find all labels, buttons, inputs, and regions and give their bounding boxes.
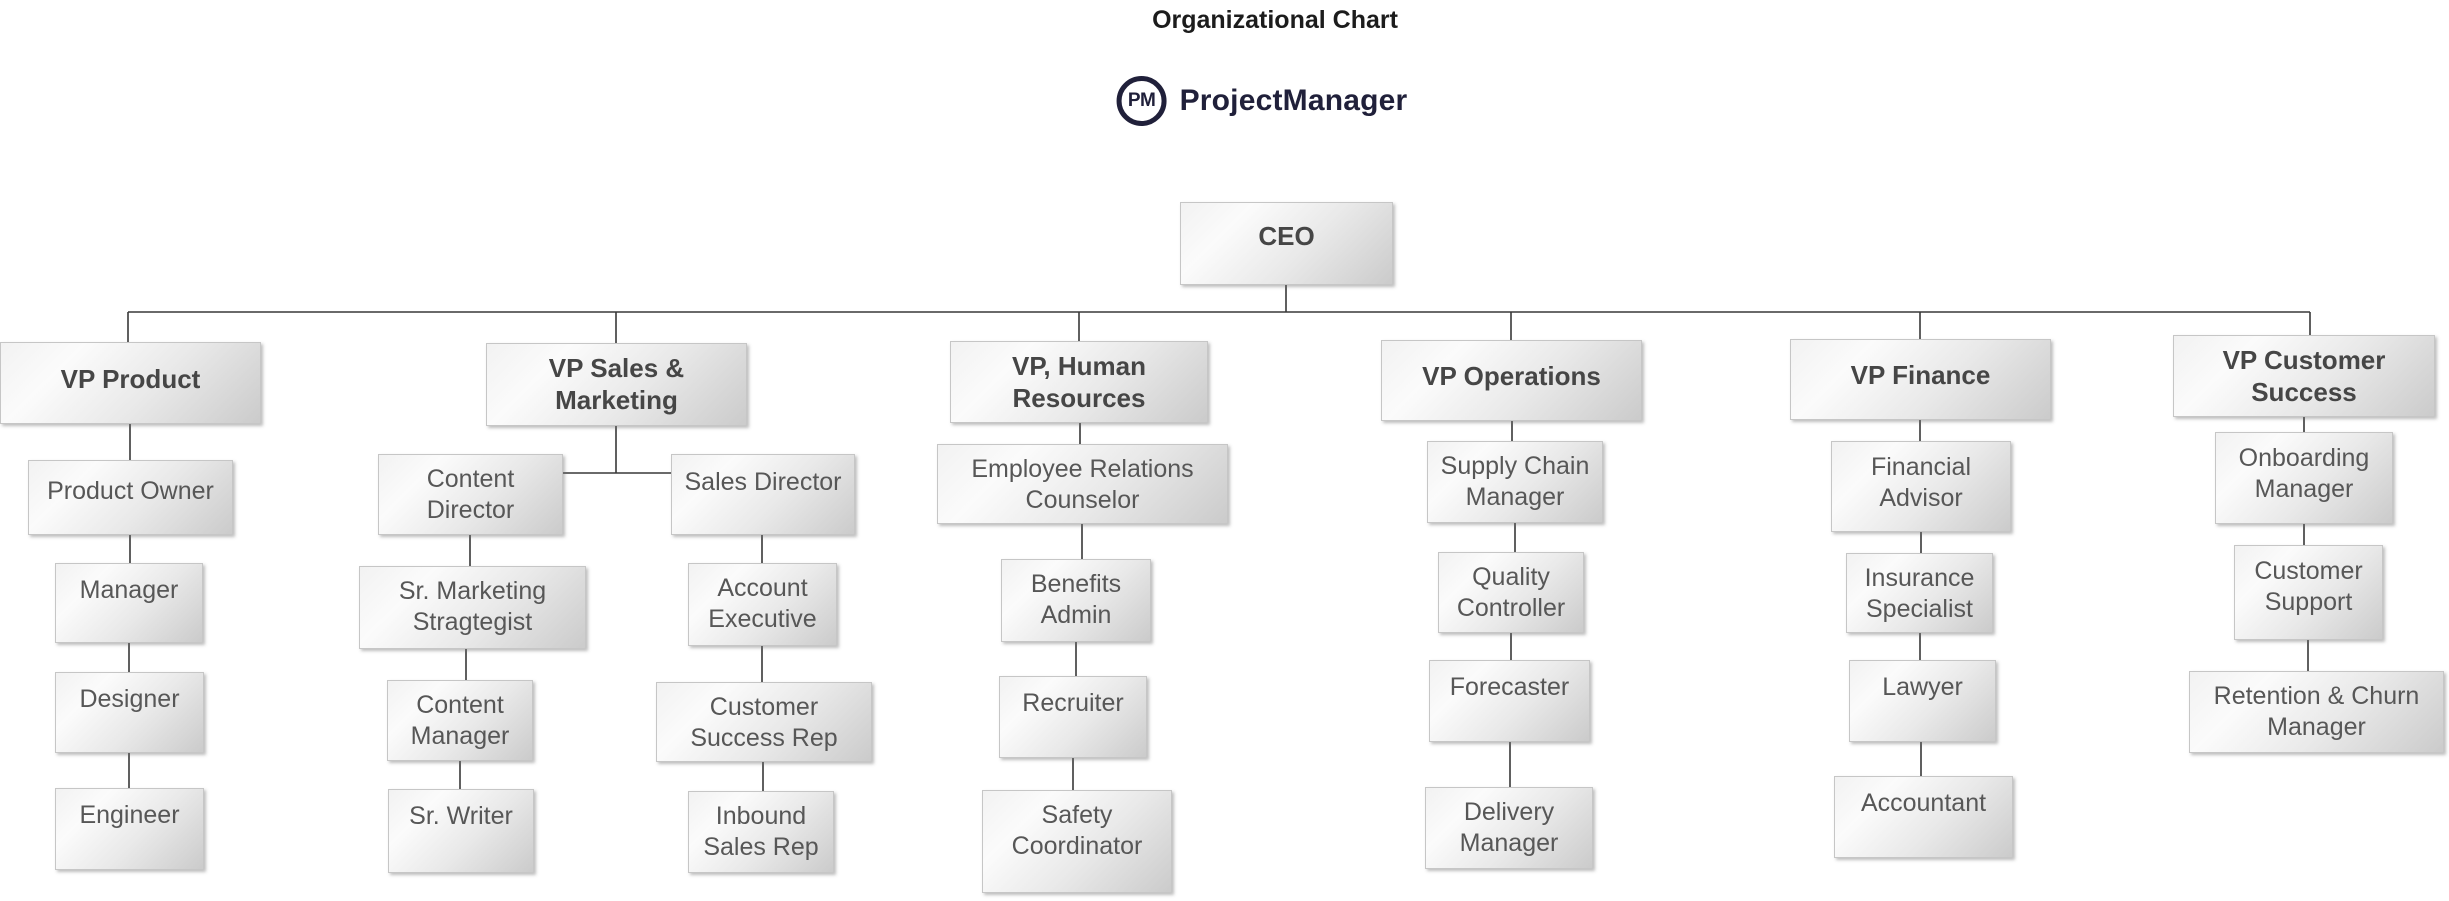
org-node-forecaster: Forecaster [1429, 660, 1590, 742]
org-node-safety-coordinator: Safety Coordinator [982, 790, 1172, 893]
org-node-vp-finance: VP Finance [1790, 339, 2051, 420]
org-node-retention-churn-manager: Retention & Churn Manager [2189, 671, 2444, 753]
brand-name: ProjectManager [1179, 84, 1408, 117]
org-node-ceo: CEO [1180, 202, 1393, 285]
org-node-supply-chain-manager: Supply Chain Manager [1427, 441, 1603, 523]
org-node-benefits-admin: Benefits Admin [1001, 559, 1151, 642]
org-node-inbound-sales-rep: Inbound Sales Rep [688, 791, 834, 873]
org-node-account-executive: Account Executive [688, 563, 837, 646]
org-node-customer-success-rep: Customer Success Rep [656, 682, 872, 762]
org-node-manager: Manager [55, 563, 203, 643]
pm-logo-icon: PM [1116, 76, 1167, 126]
org-node-content-director: Content Director [378, 454, 563, 535]
org-node-recruiter: Recruiter [999, 676, 1147, 758]
chart-title: Organizational Chart [1152, 6, 1398, 34]
org-node-designer: Designer [55, 672, 204, 753]
connectors-finance [1919, 420, 1922, 776]
org-node-delivery-manager: Delivery Manager [1425, 787, 1593, 869]
org-node-accountant: Accountant [1834, 776, 2013, 858]
connectors-human-resources [1072, 423, 1083, 790]
org-node-vp-customer-success: VP Customer Success [2173, 335, 2435, 417]
org-node-content-manager: Content Manager [387, 680, 533, 761]
org-node-sr-writer: Sr. Writer [388, 789, 534, 873]
brand-logo: PM ProjectManager [1116, 76, 1408, 126]
org-node-financial-advisor: Financial Advisor [1831, 441, 2011, 532]
org-node-product-owner: Product Owner [28, 460, 233, 535]
org-node-lawyer: Lawyer [1849, 660, 1996, 742]
org-node-sr-marketing-stragtegist: Sr. Marketing Stragtegist [359, 566, 586, 649]
connectors-product [128, 424, 131, 788]
org-node-customer-support: Customer Support [2234, 545, 2383, 640]
org-node-vp-human-resources: VP, Human Resources [950, 341, 1208, 423]
org-node-onboarding-manager: Onboarding Manager [2215, 432, 2393, 524]
org-node-vp-product: VP Product [0, 342, 261, 424]
org-node-vp-sales-marketing: VP Sales & Marketing [486, 343, 747, 426]
pm-logo-monogram: PM [1127, 90, 1156, 111]
org-node-vp-operations: VP Operations [1381, 340, 1642, 421]
org-node-insurance-specialist: Insurance Specialist [1846, 553, 1993, 633]
org-node-quality-controller: Quality Controller [1438, 552, 1584, 633]
connectors-root [127, 285, 2311, 343]
connectors-sales-marketing [459, 426, 764, 791]
connectors-customer-success [2303, 417, 2309, 671]
org-node-employee-relations-counselor: Employee Relations Counselor [937, 444, 1228, 524]
org-node-engineer: Engineer [55, 788, 204, 870]
connectors-operations [1509, 421, 1516, 787]
org-node-sales-director: Sales Director [671, 454, 855, 535]
